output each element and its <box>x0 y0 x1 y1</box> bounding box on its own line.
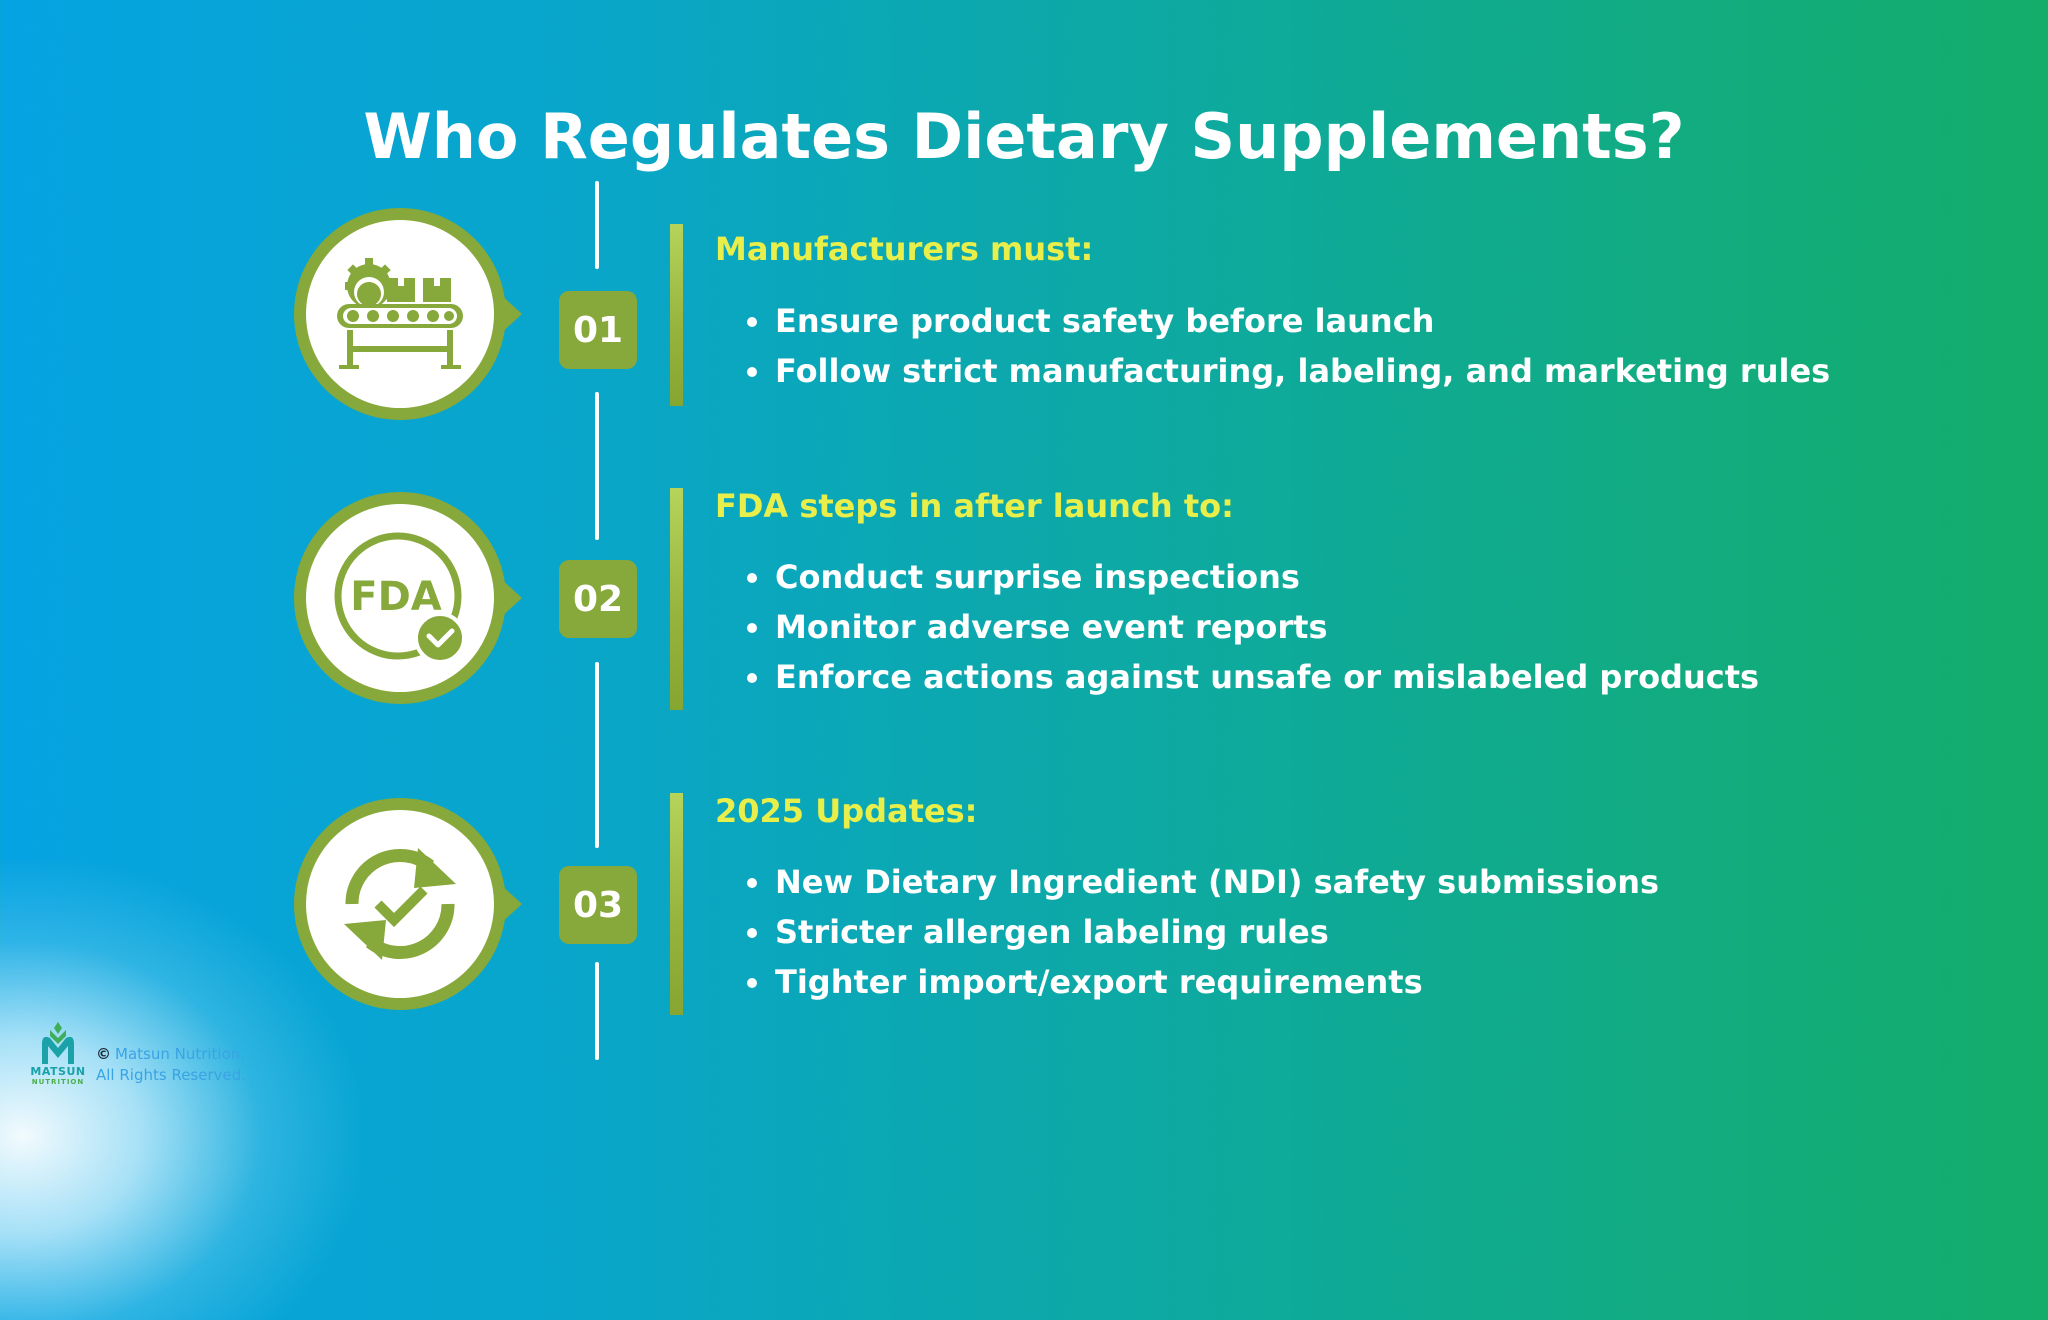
list-item: Enforce actions against unsafe or mislab… <box>715 652 1759 702</box>
bullet-dot-icon <box>747 317 757 327</box>
step-1-section: Manufacturers must: Ensure product safet… <box>715 230 1830 396</box>
bullet-dot-icon <box>747 978 757 988</box>
list-item: Tighter import/export requirements <box>715 957 1659 1007</box>
bullet-dot-icon <box>747 623 757 633</box>
bullet-dot-icon <box>747 573 757 583</box>
list-item: Ensure product safety before launch <box>715 296 1830 346</box>
bullet-dot-icon <box>747 878 757 888</box>
svg-text:FDA: FDA <box>350 574 442 620</box>
timeline-line <box>595 662 599 848</box>
step-number-badge: 02 <box>559 560 637 638</box>
step-number-badge: 03 <box>559 866 637 944</box>
section-heading: FDA steps in after launch to: <box>715 487 1234 525</box>
step-3-section: 2025 Updates: New Dietary Ingredient (ND… <box>715 792 1659 1007</box>
accent-bar <box>670 224 683 406</box>
page-title: Who Regulates Dietary Supplements? <box>363 99 1685 173</box>
pointer-arrow <box>500 578 522 618</box>
step-2-section: FDA steps in after launch to: Conduct su… <box>715 487 1759 702</box>
footer: MATSUN NUTRITION ©Matsun Nutrition. All … <box>30 1020 246 1087</box>
list-item: Follow strict manufacturing, labeling, a… <box>715 346 1830 396</box>
refresh-check-icon <box>344 848 456 960</box>
list-item: New Dietary Ingredient (NDI) safety subm… <box>715 857 1659 907</box>
step-2-icon-badge: FDA <box>294 492 522 704</box>
fda-approved-check-icon: FDA <box>334 532 466 664</box>
step-1-icon-badge <box>294 208 522 420</box>
pointer-arrow <box>500 294 522 334</box>
bullet-dot-icon <box>747 928 757 938</box>
bullet-dot-icon <box>747 673 757 683</box>
bullet-list: Conduct surprise inspections Monitor adv… <box>715 552 1759 702</box>
copyright-notice: ©Matsun Nutrition. All Rights Reserved. <box>96 1045 247 1084</box>
bullet-list: Ensure product safety before launch Foll… <box>715 296 1830 396</box>
timeline-line <box>595 392 599 540</box>
section-heading: 2025 Updates: <box>715 792 978 830</box>
bullet-list: New Dietary Ingredient (NDI) safety subm… <box>715 857 1659 1007</box>
brand-logo: MATSUN NUTRITION <box>30 1020 86 1087</box>
list-item: Monitor adverse event reports <box>715 602 1759 652</box>
accent-bar <box>670 488 683 710</box>
copyright-icon: © <box>96 1045 111 1063</box>
logo-text-primary: MATSUN <box>30 1065 86 1078</box>
list-item: Conduct surprise inspections <box>715 552 1759 602</box>
matsun-leaf-logo-icon <box>42 1022 74 1064</box>
section-heading: Manufacturers must: <box>715 230 1094 268</box>
logo-text-secondary: NUTRITION <box>31 1078 85 1086</box>
conveyor-belt-factory-icon <box>337 258 463 369</box>
timeline-line <box>595 181 599 269</box>
pointer-arrow <box>500 884 522 924</box>
bullet-dot-icon <box>747 367 757 377</box>
step-number-badge: 01 <box>559 291 637 369</box>
list-item: Stricter allergen labeling rules <box>715 907 1659 957</box>
timeline-line <box>595 962 599 1060</box>
accent-bar <box>670 793 683 1015</box>
step-3-icon-badge <box>294 798 522 1010</box>
